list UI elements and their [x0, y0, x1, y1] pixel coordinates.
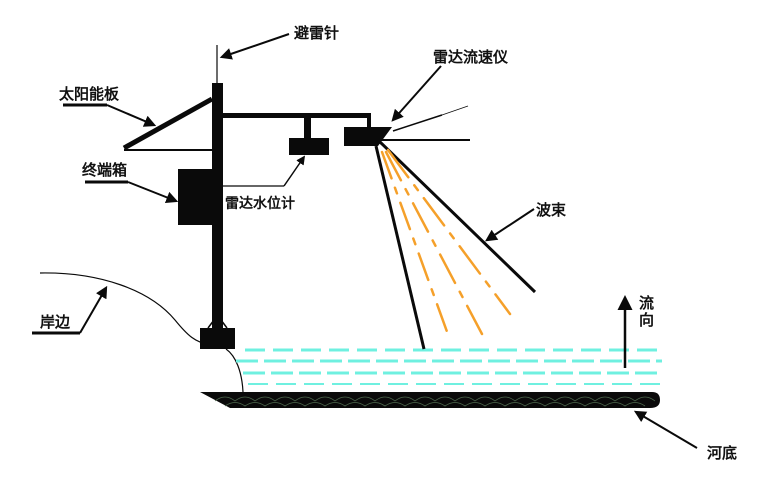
solar-panel — [122, 96, 214, 151]
beam-edge-left — [374, 145, 426, 350]
horizontal-arm — [223, 113, 371, 118]
leader-arrows — [79, 33, 698, 449]
radar-level-gauge — [289, 138, 329, 155]
bank-curve-lower — [225, 348, 244, 393]
riverbed-arrow — [633, 410, 698, 449]
main-pole — [212, 83, 223, 328]
velocity-reference-line-angled — [392, 114, 443, 132]
bank-arrow — [79, 285, 108, 334]
level-gauge-stem — [304, 118, 311, 138]
riverbed-texture — [214, 396, 656, 407]
label-radar-level-gauge: 雷达水位计 — [225, 195, 295, 212]
lightning-rod-arrow — [219, 33, 290, 60]
label-beam: 波束 — [536, 201, 567, 219]
riverbed — [200, 392, 660, 408]
velocity-meter-arrow — [391, 65, 442, 122]
label-solar-panel: 太阳能板 — [59, 85, 120, 103]
label-flow-direction-1: 流 — [639, 294, 654, 312]
beam-rays — [380, 148, 512, 342]
velocity-reference-line-angled-thin — [441, 105, 469, 116]
water-surface-lines — [236, 348, 665, 385]
radar-velocity-meter — [344, 127, 392, 146]
arm-hanger-velocity — [367, 113, 371, 127]
terminal-box-arrow — [127, 181, 179, 204]
bank-curve — [39, 272, 211, 346]
label-radar-velocity-meter: 雷达流速仪 — [433, 48, 509, 66]
level-gauge-arrow — [283, 155, 306, 187]
beam-arrow — [484, 208, 535, 242]
beam-ray — [386, 148, 512, 316]
label-terminal-box: 终端箱 — [82, 161, 127, 179]
solar-panel-arrow — [106, 104, 157, 127]
label-riverbed: 河底 — [707, 444, 737, 462]
label-bank: 岸边 — [40, 313, 71, 331]
pole-base — [200, 328, 235, 349]
beam-ray — [380, 150, 452, 342]
label-lightning-rod: 避雷针 — [294, 24, 339, 42]
beam-edge-right — [378, 140, 537, 294]
beam-ray — [384, 150, 484, 336]
terminal-box — [178, 169, 212, 225]
label-flow-direction-2: 向 — [639, 311, 654, 329]
